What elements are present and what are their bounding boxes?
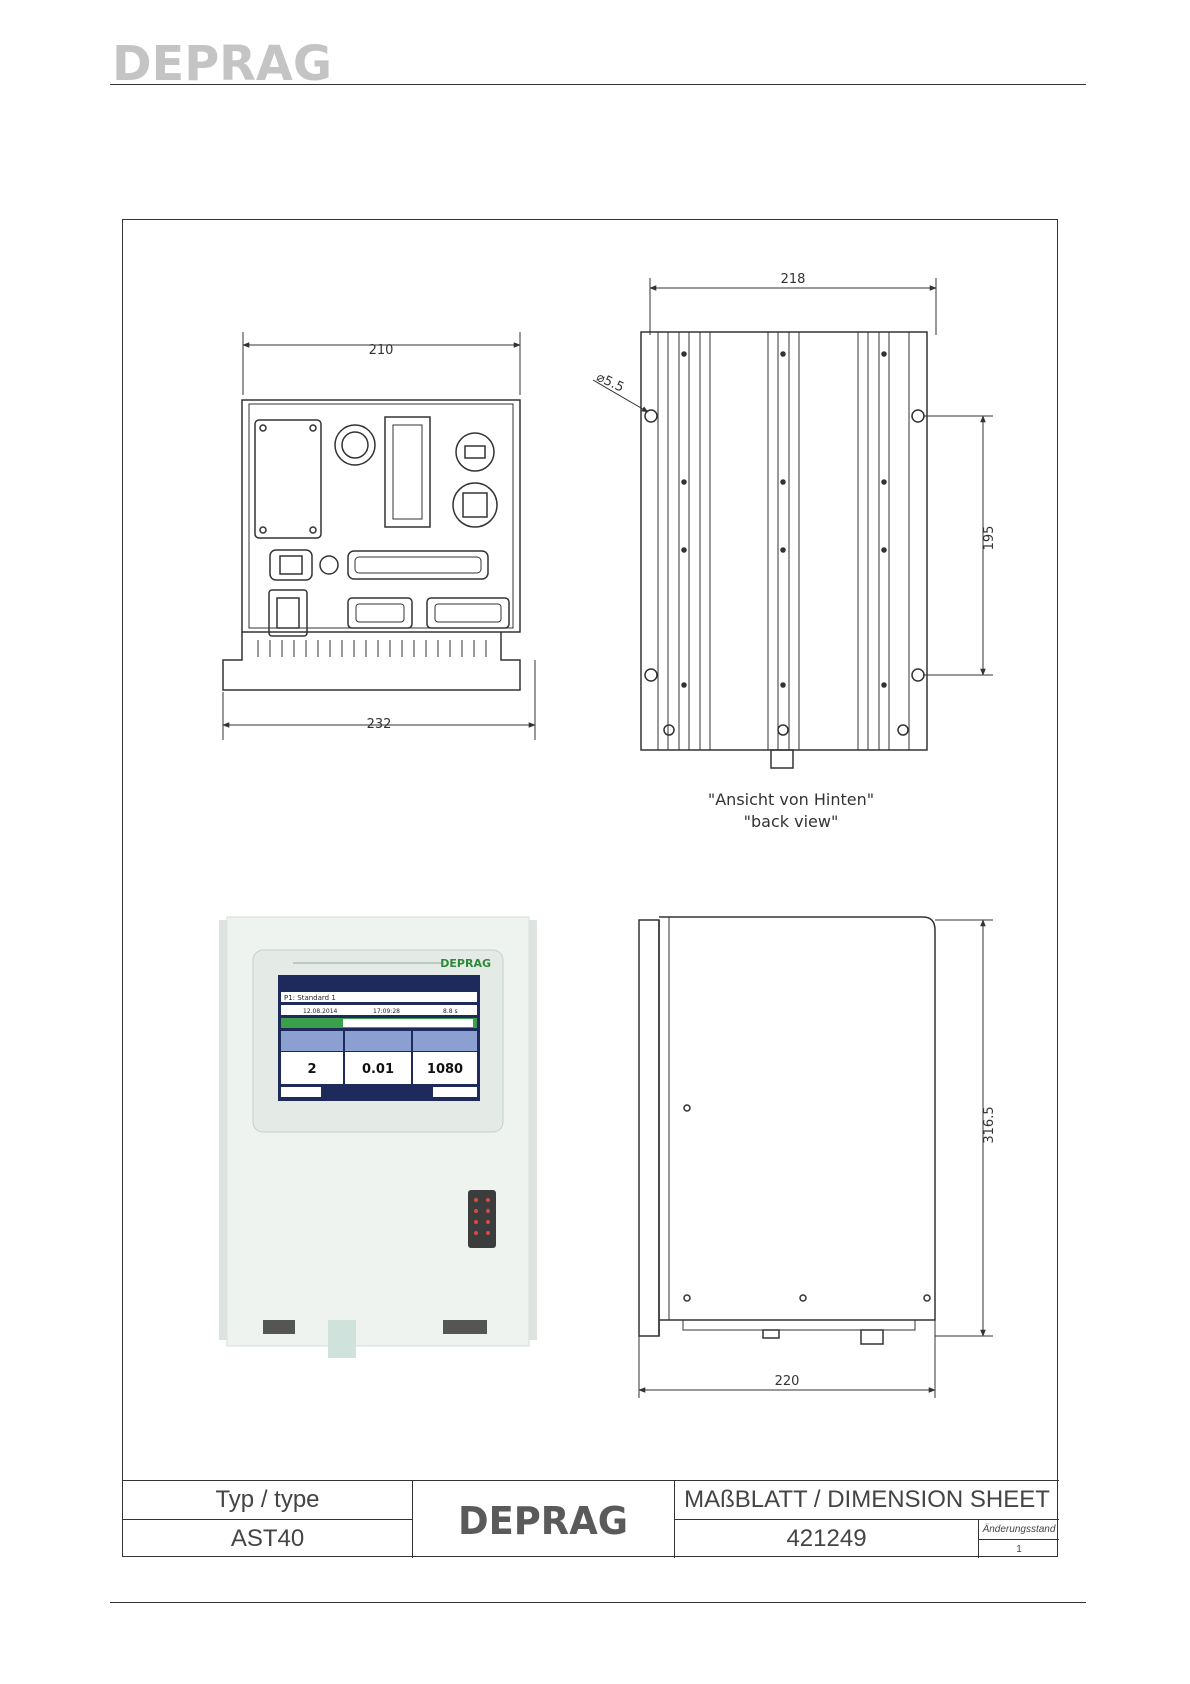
revision-value: 1 <box>979 1540 1059 1558</box>
dimension-sheet: 210 232 <box>122 219 1058 1557</box>
photo-value-2: 0.01 <box>362 1062 394 1077</box>
revision-label: Änderungsstand <box>979 1519 1059 1540</box>
photo-date: 12.08.2014 <box>303 1008 338 1015</box>
sheet-title: MAßBLATT / DIMENSION SHEET <box>675 1480 1059 1519</box>
header-logo: DEPRAG <box>112 40 334 84</box>
drawing-area: 210 232 <box>123 220 1059 1480</box>
footer-rule <box>110 1602 1086 1603</box>
front-view <box>223 332 535 740</box>
sheet-number: 421249 <box>675 1519 979 1558</box>
dim-316-5: 316.5 <box>982 1106 997 1143</box>
back-view-caption-en: "back view" <box>744 812 839 831</box>
photo-time: 17:09:28 <box>373 1008 400 1015</box>
back-view-caption-de: "Ansicht von Hinten" <box>708 790 874 809</box>
dim-218: 218 <box>781 272 806 287</box>
dim-232: 232 <box>367 717 392 732</box>
header-rule <box>110 84 1086 85</box>
photo-screen-title: P1: Standard 1 <box>284 994 336 1002</box>
photo-value-1: 2 <box>307 1062 316 1077</box>
type-value: AST40 <box>123 1519 413 1558</box>
title-block-logo-text: DEPRAG <box>458 1500 628 1540</box>
photo-brand: DEPRAG <box>440 957 491 970</box>
photo-value-3: 1080 <box>427 1062 463 1077</box>
dim-220: 220 <box>775 1374 800 1389</box>
dim-hole-diameter: ⌀5.5 <box>594 370 626 396</box>
type-label: Typ / type <box>123 1480 413 1519</box>
title-block: Typ / type AST40 DEPRAG MAßBLATT / DIMEN… <box>123 1480 1059 1558</box>
photo-duration: 8.8 s <box>443 1008 458 1015</box>
header-logo-text: DEPRAG <box>112 40 332 84</box>
back-view <box>593 278 993 768</box>
product-photo: DEPRAG P1: Standard 1 12.08.2014 17:09:2… <box>219 917 537 1358</box>
side-view <box>639 917 993 1398</box>
title-block-logo: DEPRAG <box>413 1480 675 1558</box>
dim-210: 210 <box>369 343 394 358</box>
dim-195: 195 <box>982 526 997 551</box>
